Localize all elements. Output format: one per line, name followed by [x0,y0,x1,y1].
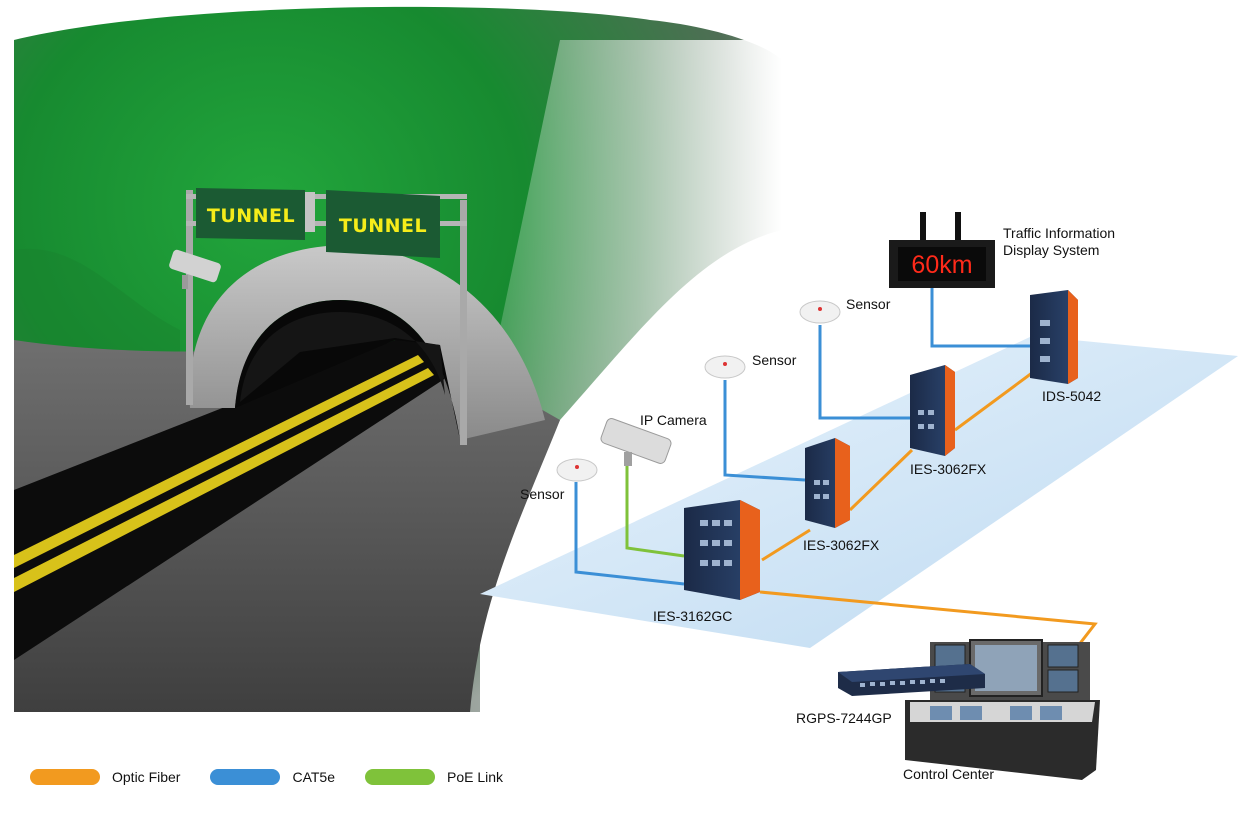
display-caption-line1: Traffic Information [1003,225,1116,241]
cat5e-cables [574,262,1030,586]
ies-3062fx-label: IES-3062FX [803,537,880,553]
tunnel-sign-left: TUNNEL [196,188,305,240]
traffic-display-value: 60km [911,251,972,279]
sensor-icon [799,300,841,324]
legend-label-cat5e: CAT5e [292,769,336,785]
ip-camera-icon [600,418,672,466]
fiber-cables [759,368,1098,647]
ies-3162gc-label: IES-3162GC [653,608,733,624]
legend-item-cat5e: CAT5e [210,769,335,785]
switch-ies-3062fx-1 [805,438,850,528]
switch-ies-3162gc [684,500,760,600]
ids-5042-label: IDS-5042 [1042,388,1102,404]
legend-item-optic-fiber: Optic Fiber [30,769,180,785]
switch-ies-3062fx-2 [910,365,955,456]
gantry-camera-icon [169,249,221,289]
poe-cable [625,462,685,558]
ies-3062fx-label: IES-3062FX [910,461,987,477]
traffic-display: 60km [889,212,995,288]
tunnel-portal [189,245,545,440]
poe-link-swatch [365,769,436,785]
sensor-label: Sensor [520,486,565,502]
tunnel-sign-right-text: TUNNEL [339,215,427,237]
display-caption-line2: Display System [1003,242,1100,258]
road-ground [14,340,560,712]
tunnel-sign-left-text: TUNNEL [207,205,295,227]
legend: Optic Fiber CAT5e PoE Link [30,766,533,788]
sensor-icon [556,458,598,482]
control-center [905,639,1100,780]
legend-item-poe-link: PoE Link [365,769,503,785]
control-center-label: Control Center [903,766,995,782]
ip-camera-label: IP Camera [640,412,707,428]
network-platform [480,336,1238,648]
lane-marking [14,355,424,568]
legend-label-optic-fiber: Optic Fiber [112,769,181,785]
core-switch-rgps-7244gp [838,664,985,696]
cat5e-swatch [210,769,281,785]
sensor-label: Sensor [846,296,891,312]
legend-label-poe-link: PoE Link [447,769,504,785]
sensor-label: Sensor [752,352,797,368]
tunnel-sign-right: TUNNEL [326,190,440,258]
rgps-7244gp-label: RGPS-7244GP [796,710,892,726]
sensor-icon [704,355,746,379]
server-ids-5042 [1030,290,1078,384]
optic-fiber-swatch [30,769,100,785]
